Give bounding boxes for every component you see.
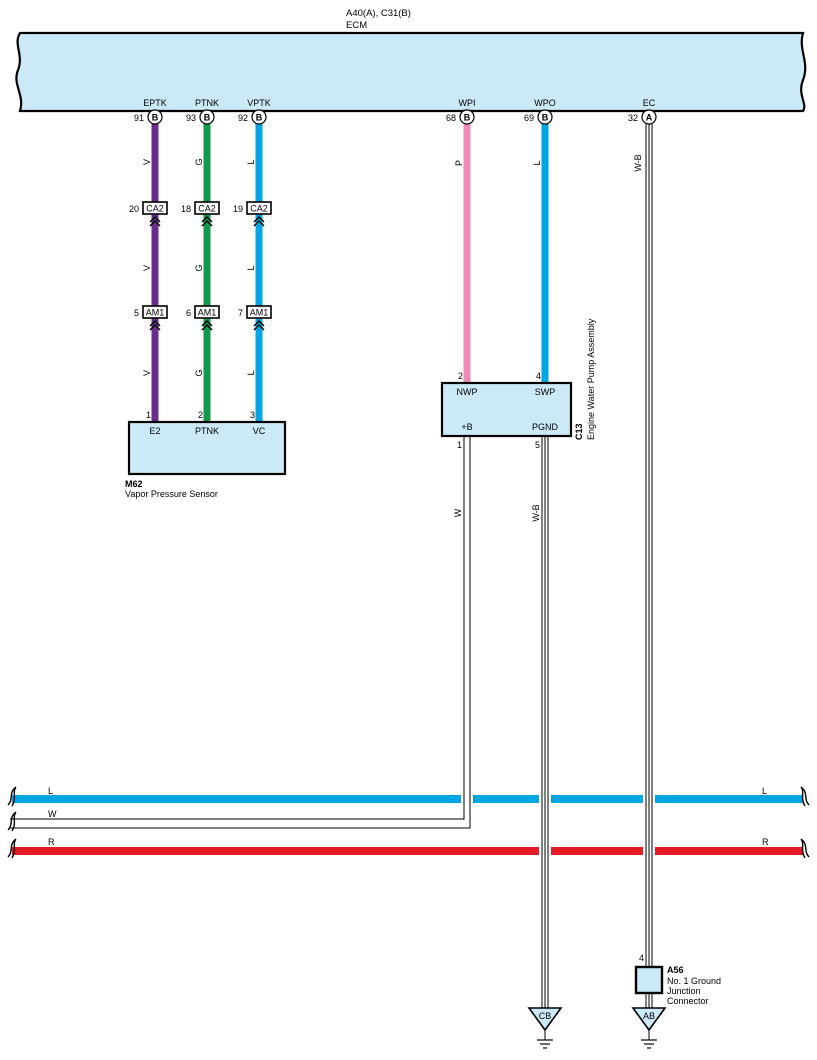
ecm-pin-wpi: B 68 <box>446 109 475 125</box>
ecm-pin-num-wpi: 68 <box>446 113 456 123</box>
ground-ab: AB <box>631 1007 667 1049</box>
connector-am1-vptk: AM1 7 <box>238 305 272 331</box>
wire-code-wpi: P <box>454 160 464 166</box>
ecm-pin-ec: A 32 <box>628 109 657 125</box>
engine-water-pump-assembly: 2 4 NWP SWP +B PGND 1 5 <box>440 371 573 450</box>
sensor-pin-label-vc: VC <box>253 426 266 436</box>
wire-code-ec: W-B <box>633 154 643 171</box>
ca2-pin-vptk: 19 <box>233 204 243 214</box>
ecm-pin-eptk: B 91 <box>134 109 163 125</box>
wire-code-eptk-1: V <box>142 159 152 165</box>
svg-text:CA2: CA2 <box>146 204 164 214</box>
connector-ca2-ptnk: CA2 18 <box>181 201 220 227</box>
ecm-box <box>15 31 807 113</box>
sensor-pin-label-e2: E2 <box>149 426 160 436</box>
pump-pin-num-1: 1 <box>457 440 462 450</box>
svg-text:CA2: CA2 <box>250 204 268 214</box>
svg-text:B: B <box>152 113 159 123</box>
junction-name-line-3: Connector <box>667 996 709 1006</box>
ecm-pin-num-vptk: 92 <box>238 113 248 123</box>
wire-code-wpo: L <box>532 160 542 165</box>
wire-code-vptk-2: L <box>246 265 256 270</box>
ecm-pin-label-ec: EC <box>643 98 656 108</box>
ground-label-cb: CB <box>539 1011 552 1021</box>
ground-label-ab: AB <box>643 1011 655 1021</box>
wire-code-plus-b: W <box>453 508 463 517</box>
bus-label-r-right: R <box>762 837 769 847</box>
wire-code-vptk-3: L <box>246 370 256 375</box>
connector-ca2-eptk: CA2 20 <box>129 201 168 227</box>
svg-text:AM1: AM1 <box>198 308 217 318</box>
ecm-pin-num-ec: 32 <box>628 113 638 123</box>
pump-pin-label-pgnd: PGND <box>532 422 559 432</box>
svg-text:B: B <box>542 113 549 123</box>
bus-label-l-left: L <box>48 786 53 796</box>
connector-ca2-vptk: CA2 19 <box>233 201 272 227</box>
connector-am1-ptnk: AM1 6 <box>186 305 220 331</box>
am1-pin-ptnk: 6 <box>186 308 191 318</box>
pump-pin-num-5: 5 <box>535 440 540 450</box>
bus-label-r-left: R <box>48 837 55 847</box>
svg-text:A: A <box>646 113 653 123</box>
connector-am1-eptk: AM1 5 <box>134 305 168 331</box>
junction-pin-num: 4 <box>639 953 644 963</box>
sensor-pin-num-1: 1 <box>146 410 151 420</box>
ecm-pin-num-ptnk: 93 <box>186 113 196 123</box>
pump-name: Engine Water Pump Assembly <box>586 318 596 440</box>
wire-code-pgnd: W-B <box>531 504 541 521</box>
pump-pin-num-2: 2 <box>458 371 463 381</box>
ecm-pin-wpo: B 69 <box>524 109 553 125</box>
ground-cb: CB <box>527 1007 563 1049</box>
am1-pin-eptk: 5 <box>134 308 139 318</box>
pump-pin-label-plus-b: +B <box>461 422 472 432</box>
ecm-pin-ptnk: B 93 <box>186 109 215 125</box>
svg-text:CA2: CA2 <box>198 204 216 214</box>
am1-pin-vptk: 7 <box>238 308 243 318</box>
svg-text:AM1: AM1 <box>146 308 165 318</box>
wire-code-ptnk-2: G <box>194 264 204 271</box>
svg-text:B: B <box>256 113 263 123</box>
wire-code-ptnk-1: G <box>194 158 204 165</box>
ecm-name: ECM <box>346 20 367 31</box>
ca2-pin-ptnk: 18 <box>181 204 191 214</box>
ecm-pin-vptk: B 92 <box>238 109 267 125</box>
svg-text:B: B <box>204 113 211 123</box>
ecm-pin-label-ptnk: PTNK <box>195 98 219 108</box>
junction-name-line-1: No. 1 Ground <box>667 976 721 986</box>
ecm-pin-label-wpo: WPO <box>534 98 556 108</box>
vapor-pressure-sensor: 1 2 3 E2 PTNK VC <box>127 410 287 476</box>
junction-connector-a56: 4 <box>634 953 664 1008</box>
ecm-pin-num-wpo: 69 <box>524 113 534 123</box>
junction-name-line-2: Junction <box>667 986 701 996</box>
wire-code-ptnk-3: G <box>194 369 204 376</box>
ecm-pin-label-vptk: VPTK <box>247 98 271 108</box>
bus-label-l-right: L <box>762 786 767 796</box>
junction-code: A56 <box>667 965 684 975</box>
wire-pgnd <box>541 437 549 1008</box>
pump-pin-num-4: 4 <box>536 371 541 381</box>
crossing-redraw <box>463 790 653 862</box>
pump-code: C13 <box>574 423 584 440</box>
sensor-pin-num-3: 3 <box>250 410 255 420</box>
svg-text:AM1: AM1 <box>250 308 269 318</box>
sensor-pin-label-ptnk: PTNK <box>195 426 219 436</box>
pump-pin-label-nwp: NWP <box>457 387 478 397</box>
ecm-pin-label-wpi: WPI <box>459 98 476 108</box>
wire-plus-b <box>10 437 471 829</box>
bus-break-marks <box>7 786 810 859</box>
sensor-pin-num-2: 2 <box>198 410 203 420</box>
ecm-pin-label-eptk: EPTK <box>143 98 167 108</box>
wire-code-eptk-2: V <box>142 265 152 271</box>
wire-code-vptk-1: L <box>246 159 256 164</box>
bus-label-w-left: W <box>48 809 57 819</box>
ecm-connector-codes: A40(A), C31(B) <box>346 8 411 19</box>
ecm-pin-num-eptk: 91 <box>134 113 144 123</box>
svg-text:B: B <box>464 113 471 123</box>
wire-code-eptk-3: V <box>142 370 152 376</box>
pump-pin-label-swp: SWP <box>535 387 556 397</box>
sensor-name: Vapor Pressure Sensor <box>125 489 218 499</box>
ca2-pin-eptk: 20 <box>129 204 139 214</box>
sensor-code: M62 <box>125 479 143 489</box>
